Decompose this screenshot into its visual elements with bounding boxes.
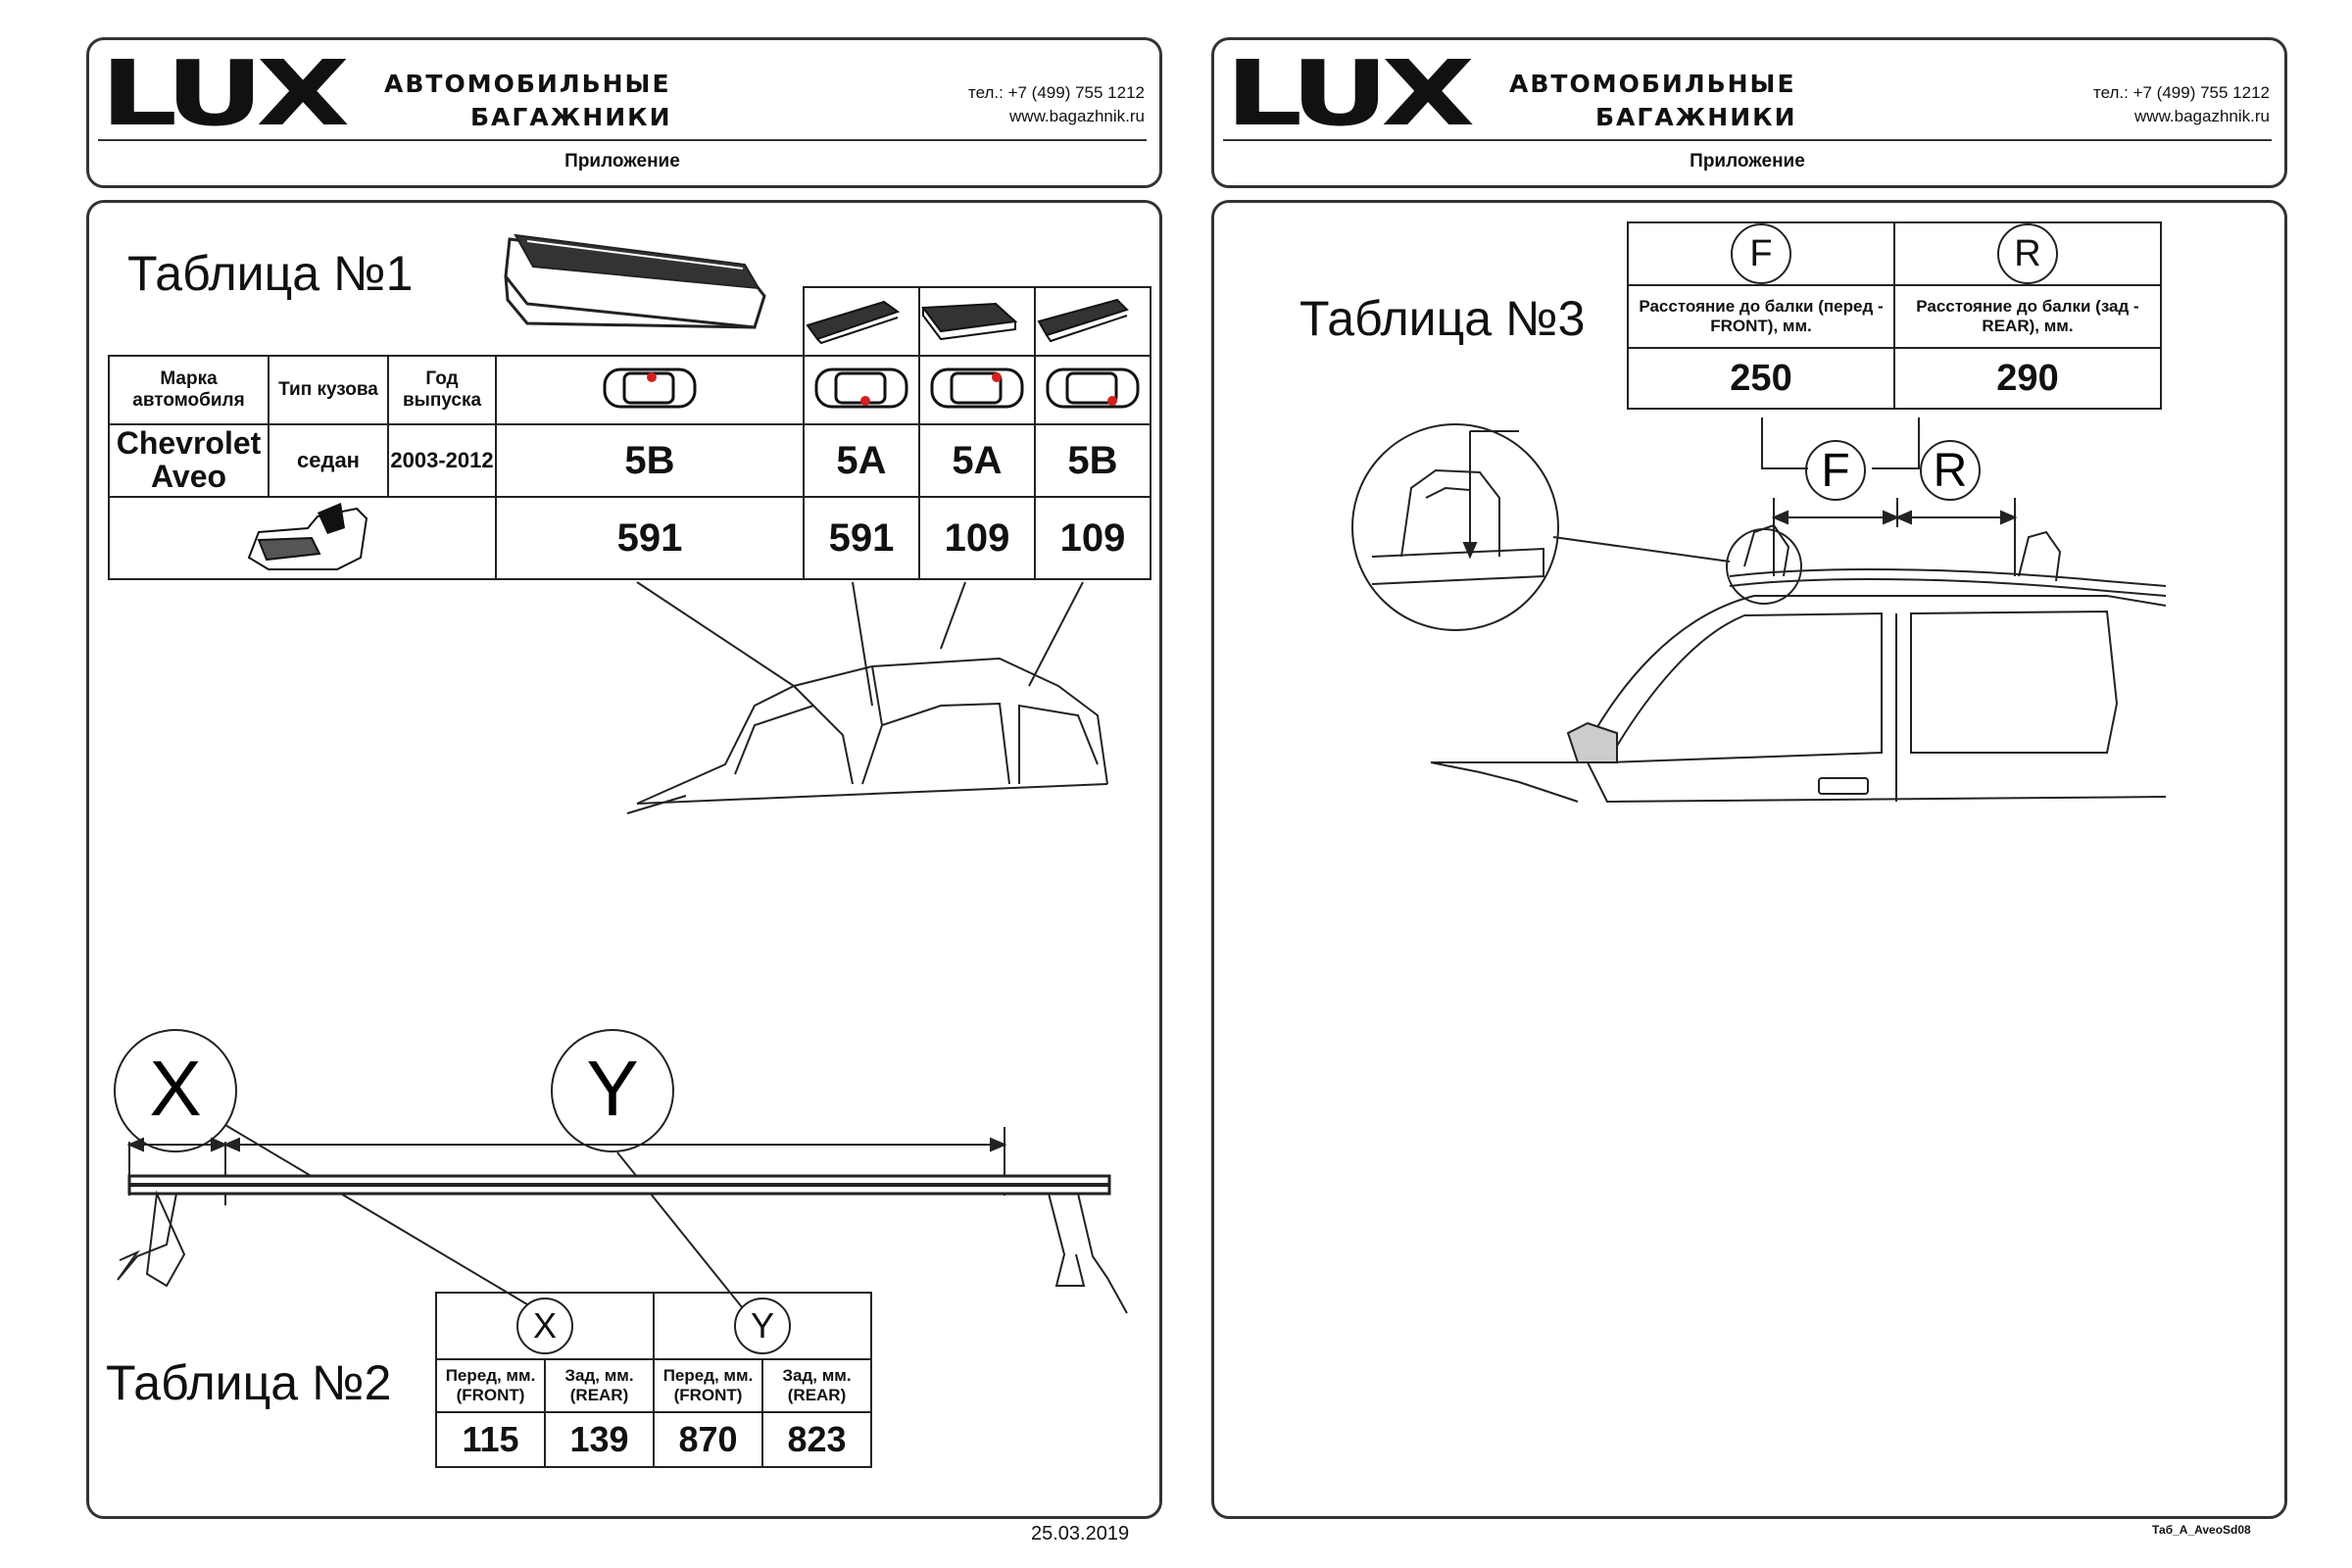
- table2-value-1: 115: [435, 1411, 546, 1468]
- crossbar-dimension-drawing: X Y: [114, 1029, 1128, 1324]
- table1-kit-3: 5A: [918, 423, 1036, 498]
- right-content-panel: [1211, 200, 2287, 1519]
- table1-code-3: 109: [918, 496, 1036, 580]
- table2-y-label: Y: [734, 1298, 791, 1354]
- hatchback-sketch: [626, 581, 1108, 814]
- right-brand-logo: LUX: [1225, 41, 1475, 146]
- table3-header-front: Расстояние до балки (перед - FRONT), мм.: [1627, 284, 1895, 349]
- f-label-large: F: [1821, 445, 1849, 497]
- left-website: www.bagazhnik.ru: [1009, 107, 1145, 125]
- table1-header-year: Год выпуска: [387, 355, 497, 425]
- table2-y-header-cell: Y: [653, 1292, 872, 1360]
- table2-value-4: 823: [761, 1411, 872, 1468]
- table1-car-brand: Chevrolet Aveo: [108, 423, 270, 498]
- table2-value-3: 870: [653, 1411, 763, 1468]
- left-header-divider: [98, 139, 1147, 141]
- table2-title: Таблица №2: [106, 1355, 392, 1410]
- car-top-view-icon-4: [1034, 355, 1152, 425]
- footer-date: 25.03.2019: [1031, 1523, 1130, 1544]
- table2-value-2: 139: [544, 1411, 655, 1468]
- right-website: www.bagazhnik.ru: [2134, 107, 2270, 125]
- table2-header-3: Перед, мм. (FRONT): [653, 1358, 763, 1413]
- table3-value-front: 250: [1627, 347, 1895, 410]
- table1-kit-4: 5B: [1034, 423, 1152, 498]
- table3-r-label: R: [1997, 223, 2058, 284]
- table3: F R Расстояние до балки (перед - FRONT),…: [1627, 221, 2162, 410]
- table1-code-4: 109: [1034, 496, 1152, 580]
- table1-car-year: 2003-2012: [387, 423, 497, 498]
- table1-title: Таблица №1: [127, 246, 414, 301]
- left-brand-subtitle-1: АВТОМОБИЛЬНЫЕ: [384, 70, 671, 98]
- right-brand-subtitle-2: БАГАЖНИКИ: [1595, 103, 1797, 131]
- left-brand-logo: LUX: [100, 41, 350, 146]
- table2-x-label: X: [516, 1298, 573, 1354]
- table2: X Y Перед, мм. (FRONT) Зад, мм. (REAR) П…: [435, 1292, 872, 1468]
- left-phone: тел.: +7 (499) 755 1212: [968, 83, 1145, 102]
- sedan-roof-drawing: F R: [1351, 417, 2167, 804]
- bracket-icon-cell: [108, 496, 497, 580]
- right-header-divider: [1223, 139, 2272, 141]
- y-label-large: Y: [586, 1045, 638, 1132]
- footer-doc-code: Таб_A_AveoSd08: [2152, 1523, 2251, 1537]
- right-brand-subtitle-1: АВТОМОБИЛЬНЫЕ: [1509, 70, 1796, 98]
- table3-f-header-cell: F: [1627, 221, 1895, 285]
- table3-title: Таблица №3: [1299, 291, 1586, 346]
- table2-header-1: Перед, мм. (FRONT): [435, 1358, 546, 1413]
- table1-car-body: седан: [268, 423, 389, 498]
- right-section-label: Приложение: [1690, 151, 1805, 172]
- car-top-view-icon-3: [918, 355, 1036, 425]
- roof-foot-illustration: [504, 233, 766, 329]
- r-label-large: R: [1934, 445, 1968, 497]
- table1: Марка автомобиля Тип кузова Год выпуска: [108, 286, 1152, 580]
- table3-value-rear: 290: [1893, 347, 2162, 410]
- x-label-large: X: [149, 1045, 201, 1132]
- table1-code-1: 591: [495, 496, 805, 580]
- table3-r-header-cell: R: [1893, 221, 2162, 285]
- table1-kit-1: 5B: [495, 423, 805, 498]
- car-top-view-icon: [495, 355, 805, 425]
- table1-kit-2: 5A: [803, 423, 920, 498]
- car-top-view-icon-2: [803, 355, 920, 425]
- table1-code-2: 591: [803, 496, 920, 580]
- table2-header-4: Зад, мм. (REAR): [761, 1358, 872, 1413]
- left-content-panel: [86, 200, 1162, 1519]
- left-header-panel: [86, 37, 1162, 188]
- table1-header-body: Тип кузова: [268, 355, 389, 425]
- right-phone: тел.: +7 (499) 755 1212: [2093, 83, 2270, 102]
- left-brand-subtitle-2: БАГАЖНИКИ: [470, 103, 672, 131]
- table3-header-rear: Расстояние до балки (зад - REAR), мм.: [1893, 284, 2162, 349]
- left-section-label: Приложение: [564, 151, 680, 172]
- table3-f-label: F: [1731, 223, 1791, 284]
- table2-header-2: Зад, мм. (REAR): [544, 1358, 655, 1413]
- table1-header-brand: Марка автомобиля: [108, 355, 270, 425]
- table2-x-header-cell: X: [435, 1292, 655, 1360]
- right-header-panel: [1211, 37, 2287, 188]
